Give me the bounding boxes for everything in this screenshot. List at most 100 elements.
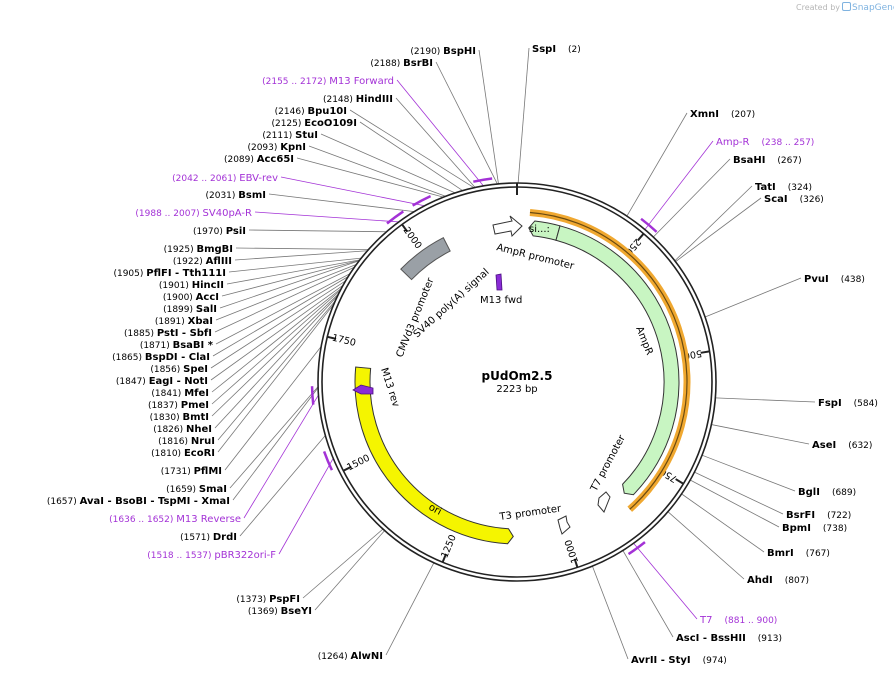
site-label-avai-bsobi-tspmi-xmai: (1657) AvaI - BsoBI - TspMI - XmaI <box>47 496 230 507</box>
ampr-feature <box>555 225 680 496</box>
site-label-spei: (1856) SpeI <box>150 364 208 375</box>
tick-mark-500 <box>700 350 710 354</box>
primer-tick-0 <box>640 217 658 233</box>
primer-ticks <box>310 177 658 556</box>
leader-right-8 <box>711 424 810 445</box>
site-label-ahdi: AhdI(807) <box>747 575 809 586</box>
leader-left-10 <box>268 193 415 212</box>
site-label-acc65i: (2089) Acc65I <box>224 154 294 165</box>
site-label-afliii: (1922) AflIII <box>173 256 232 267</box>
leader-left-17 <box>221 259 360 297</box>
leader-left-32 <box>229 386 319 489</box>
leader-left-12 <box>248 229 387 233</box>
leader-left-37 <box>302 528 384 599</box>
tick-mark-750 <box>675 478 684 485</box>
leader-left-5 <box>359 121 463 191</box>
tick-mark-2000 <box>401 223 409 233</box>
site-label-pbr322ori-f: (1518 .. 1537) pBR322ori-F <box>147 550 276 561</box>
site-label-pvui: PvuI(438) <box>804 274 865 285</box>
leader-right-15 <box>622 550 674 638</box>
site-label-t7: T7(881 .. 900) <box>699 615 777 626</box>
feature-arrows <box>352 209 691 545</box>
leader-right-16 <box>592 566 629 660</box>
leader-left-26 <box>211 289 341 405</box>
site-label-tati: TatI(324) <box>755 182 812 193</box>
leader-right-9 <box>701 454 796 492</box>
site-label-bsabi-: (1871) BsaBI * <box>140 340 214 351</box>
site-label-pflmi: (1731) PflMI <box>161 466 222 477</box>
t7-promoter-arrow <box>597 491 611 513</box>
leader-right-5 <box>675 197 762 262</box>
site-label-nrui: (1816) NruI <box>158 436 215 447</box>
leader-right-0 <box>517 47 530 184</box>
site-label-pmei: (1837) PmeI <box>148 400 209 411</box>
site-label-bsphi: (2190) BspHI <box>410 46 476 57</box>
credit-prefix: Created by <box>796 3 841 12</box>
tick-label-2000: 2000 <box>401 225 424 251</box>
site-label-xbai: (1891) XbaI <box>155 316 213 327</box>
leader-left-25 <box>211 287 342 393</box>
site-label-sali: (1899) SalI <box>163 304 217 315</box>
m13-fwd-label: M13 fwd <box>480 295 522 306</box>
m13-rev-marker <box>352 384 374 395</box>
leader-left-38 <box>314 530 385 611</box>
leader-left-15 <box>228 257 362 273</box>
site-label-scai: ScaI(326) <box>764 194 824 205</box>
leader-left-4 <box>349 109 475 189</box>
leader-left-19 <box>215 264 357 321</box>
orange-ampr-center <box>529 211 688 510</box>
site-label-m13-reverse: (1636 .. 1652) M13 Reverse <box>109 514 241 525</box>
site-label-acci: (1900) AccI <box>163 292 219 303</box>
leader-left-13 <box>235 247 369 250</box>
leader-left-7 <box>308 145 446 197</box>
site-label-amp-r: Amp-R(238 .. 257) <box>716 137 814 148</box>
leader-left-27 <box>211 293 339 417</box>
leader-left-2 <box>396 79 484 187</box>
primer-tick-1 <box>627 541 646 556</box>
leader-left-21 <box>215 273 351 345</box>
site-label-bseyi: (1369) BseYI <box>248 606 312 617</box>
primer-tick-6 <box>322 451 334 471</box>
site-label-m13-forward: (2155 .. 2172) M13 Forward <box>262 76 394 87</box>
site-label-psii: (1970) PsiI <box>193 226 246 237</box>
leader-left-31 <box>224 346 322 471</box>
site-label-bmti: (1830) BmtI <box>150 412 209 423</box>
leader-lines <box>210 47 816 660</box>
site-label-hindiii: (2148) HindIII <box>323 94 393 105</box>
tick-mark-1250 <box>441 553 447 563</box>
leader-right-1 <box>626 112 688 217</box>
leader-right-4 <box>674 185 753 262</box>
primer-tick-4 <box>386 210 404 225</box>
tick-mark-1000 <box>573 558 579 568</box>
site-label-pspfi: (1373) PspFI <box>236 594 300 605</box>
site-label-bsmi: (2031) BsmI <box>205 190 266 201</box>
plasmid-length: 2223 bp <box>496 384 537 395</box>
leader-left-34 <box>243 394 319 519</box>
site-label-psti-sbfi: (1885) PstI - SbfI <box>124 328 212 339</box>
sig-label: si...: <box>529 224 550 235</box>
primer-tick-5 <box>310 386 315 405</box>
tick-mark-1500 <box>342 465 352 472</box>
leader-left-22 <box>212 276 349 357</box>
site-label-sspi: SspI(2) <box>532 44 581 55</box>
leader-right-12 <box>681 493 765 553</box>
m13-rev-label: M13 rev <box>378 367 401 409</box>
site-label-nhei: (1826) NheI <box>153 424 212 435</box>
leader-right-7 <box>715 397 816 403</box>
site-label-avrii-styi: AvrII - StyI(974) <box>631 655 727 666</box>
primer-tick-2 <box>473 177 493 183</box>
site-label-smai: (1659) SmaI <box>166 484 227 495</box>
leader-left-1 <box>435 61 498 185</box>
site-label-pflfi-tth111i: (1905) PflFI - Tth111I <box>113 268 226 279</box>
sv40-feature <box>400 237 451 281</box>
ampr-promoter-label: AmpR promoter <box>495 242 576 272</box>
tick-label-1750: 1750 <box>331 333 357 349</box>
leader-left-33 <box>232 387 319 501</box>
ori-feature <box>354 366 514 545</box>
leader-left-0 <box>478 49 499 184</box>
leader-left-30 <box>217 303 335 453</box>
site-label-asei: AseI(632) <box>812 440 872 451</box>
leader-left-24 <box>210 284 344 381</box>
